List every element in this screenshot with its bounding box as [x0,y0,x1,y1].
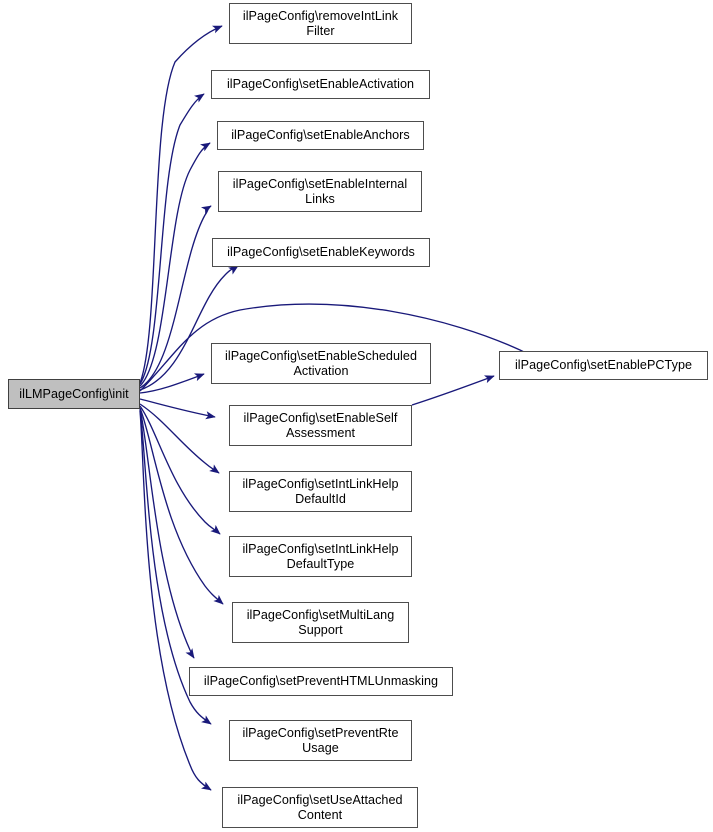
graph-node-setEnableSelfAssessment[interactable]: ilPageConfig\setEnableSelf Assessment [229,405,412,446]
call-edge-init-to-setIntLinkHelpDefaultId [139,403,220,474]
graph-node-setUseAttachedContent[interactable]: ilPageConfig\setUseAttached Content [222,787,418,828]
graph-node-setIntLinkHelpDefaultType[interactable]: ilPageConfig\setIntLinkHelp DefaultType [229,536,412,577]
graph-node-setIntLinkHelpDefaultId[interactable]: ilPageConfig\setIntLinkHelp DefaultId [229,471,412,512]
call-edge-init-to-setEnableActivation [139,93,205,385]
call-edge-init-to-setIntLinkHelpDefaultType [139,405,221,535]
graph-node-setEnableInternalLinks[interactable]: ilPageConfig\setEnableInternal Links [218,171,422,212]
graph-node-setPreventHTMLUnmasking[interactable]: ilPageConfig\setPreventHTMLUnmasking [189,667,453,696]
graph-node-setEnableAnchors[interactable]: ilPageConfig\setEnableAnchors [217,121,424,150]
graph-node-setPreventRteUsage[interactable]: ilPageConfig\setPreventRte Usage [229,720,412,761]
call-edge-init-to-setMultiLangSupport [139,407,224,605]
graph-node-init[interactable]: ilLMPageConfig\init [8,379,140,409]
call-edge-init-to-setEnableSelfAssessment [139,398,216,420]
call-edge-init-to-setEnableAnchors [139,142,211,387]
graph-node-setEnableActivation[interactable]: ilPageConfig\setEnableActivation [211,70,430,99]
graph-node-setMultiLangSupport[interactable]: ilPageConfig\setMultiLang Support [232,602,409,643]
call-edge-init-to-removeIntLinkFilter [139,25,223,384]
call-edge-init-to-setEnableInternalLinks [139,205,212,389]
call-edge-init-to-setPreventHTMLUnmasking [139,408,195,659]
graph-node-setEnableKeywords[interactable]: ilPageConfig\setEnableKeywords [212,238,430,267]
call-edge-init-to-setEnableScheduledActivation [139,373,205,394]
graph-node-setEnableScheduledActivation[interactable]: ilPageConfig\setEnableScheduled Activati… [211,343,431,384]
graph-node-removeIntLinkFilter[interactable]: ilPageConfig\removeIntLink Filter [229,3,412,44]
call-edge-init-to-setUseAttachedContent [139,410,212,791]
graph-node-setEnablePCType[interactable]: ilPageConfig\setEnablePCType [499,351,708,380]
